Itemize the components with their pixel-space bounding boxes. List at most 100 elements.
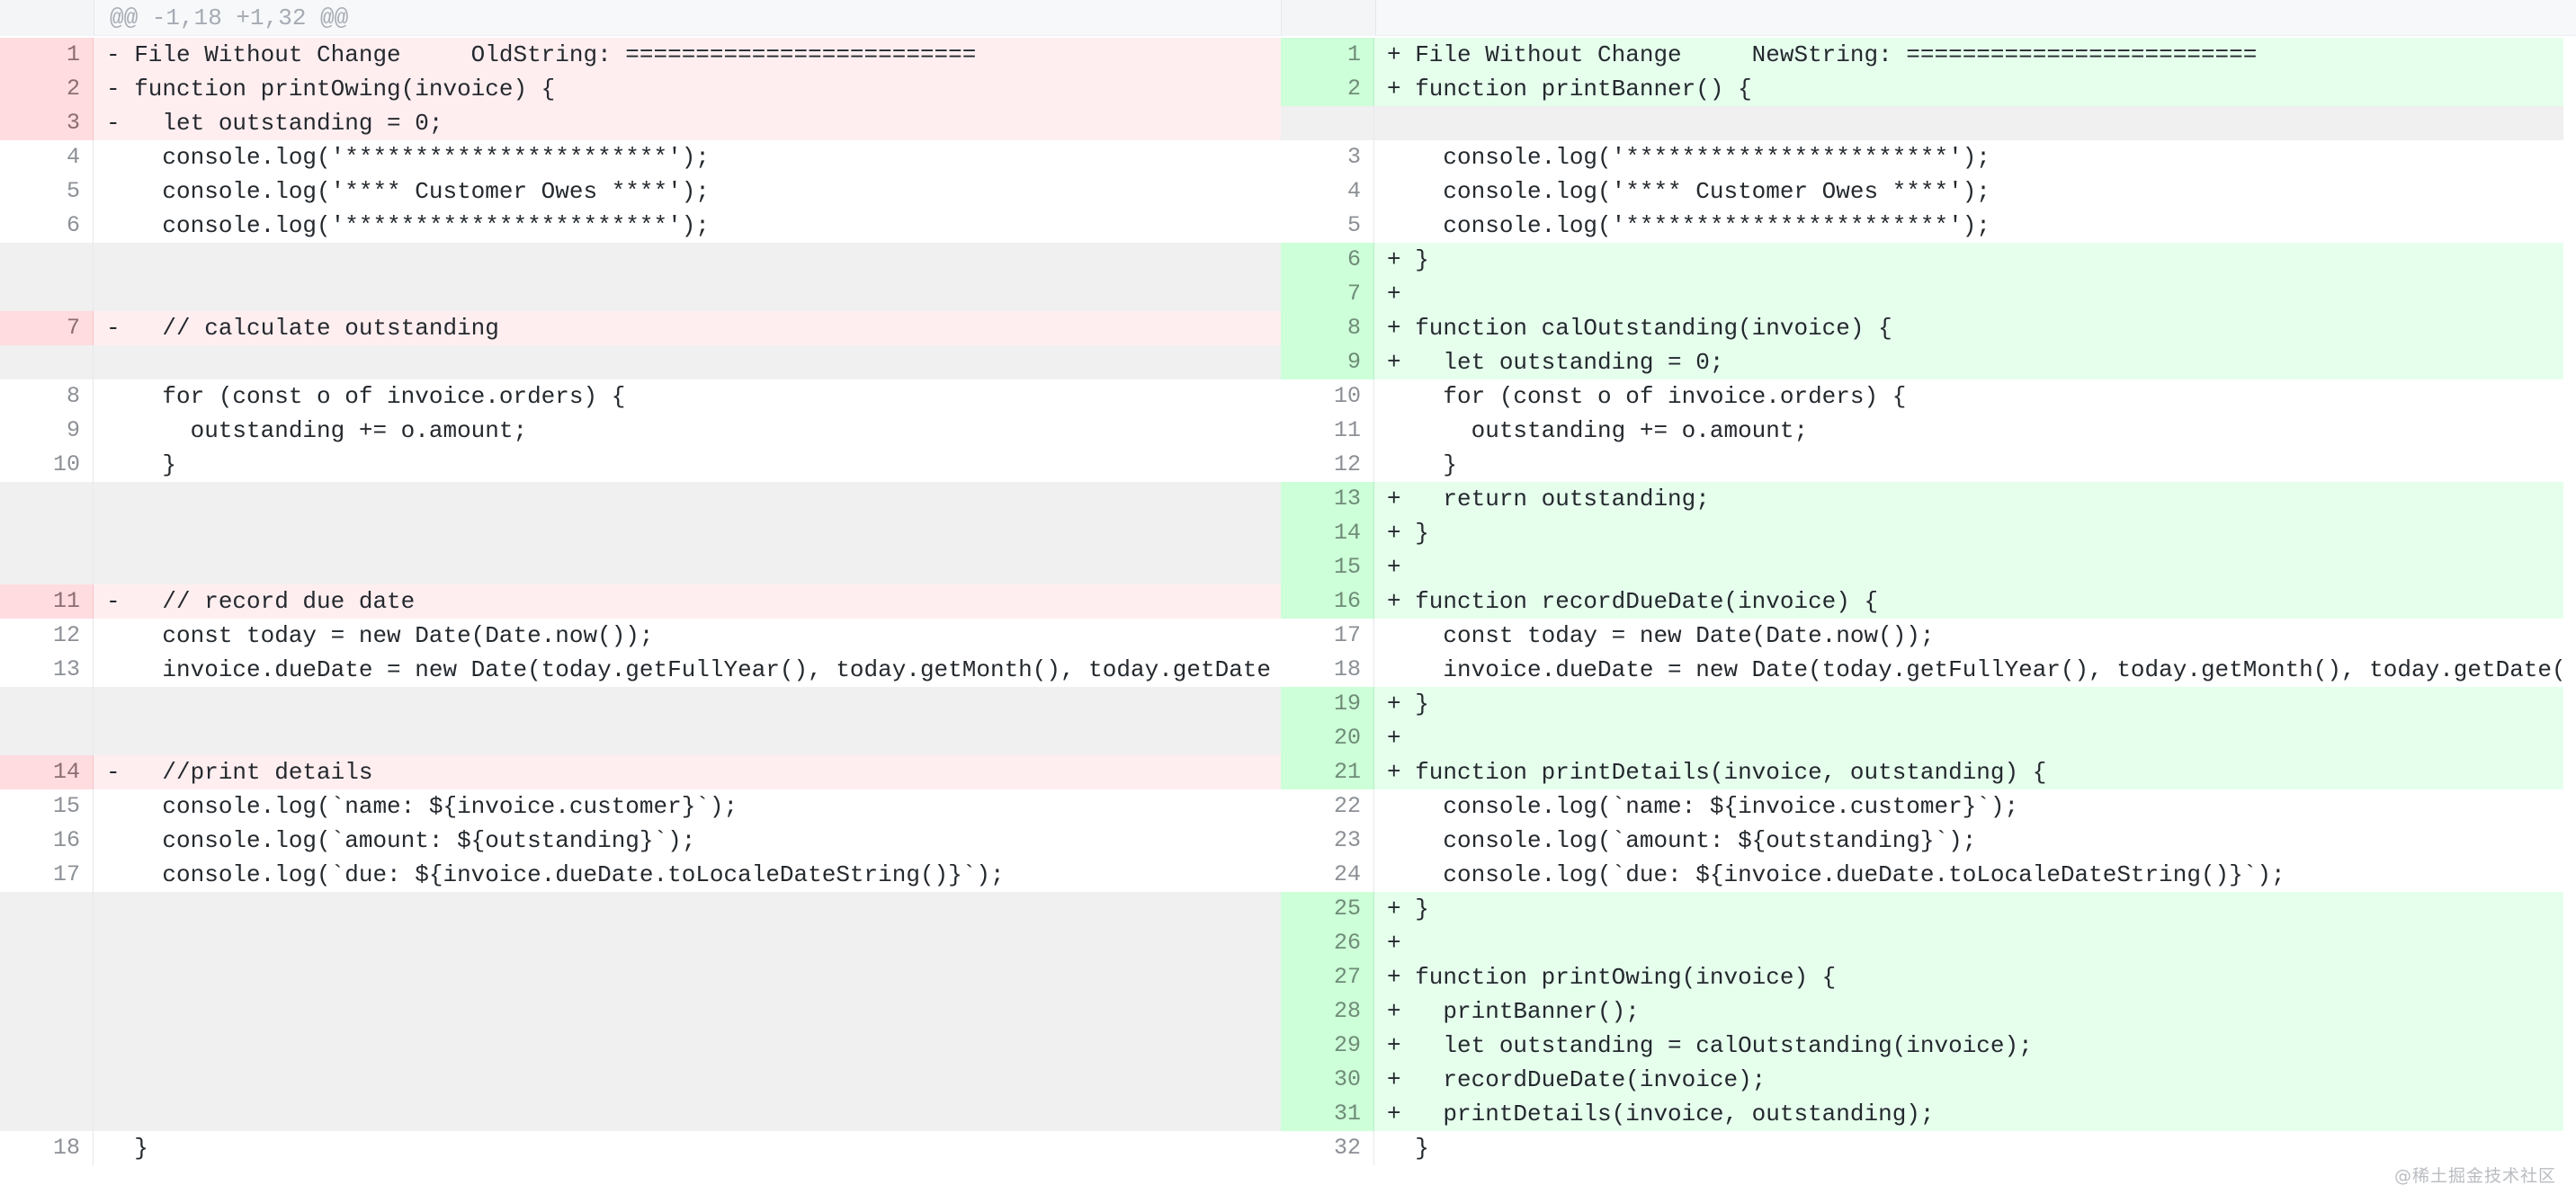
- old-diff-line[interactable]: 7- // calculate outstanding: [0, 311, 1281, 345]
- old-diff-line[interactable]: [0, 1063, 1281, 1097]
- old-diff-line[interactable]: [0, 516, 1281, 550]
- old-diff-line[interactable]: 10 }: [0, 448, 1281, 482]
- code-line: +: [1387, 281, 1401, 307]
- new-diff-line[interactable]: 7+: [1281, 277, 2576, 311]
- new-diff-line[interactable]: 3 console.log('***********************')…: [1281, 140, 2576, 174]
- old-file-pane[interactable]: 1 - File Without Change OldString: ======…: [0, 38, 1281, 1194]
- new-diff-line[interactable]: 15+: [1281, 550, 2576, 584]
- old-diff-line[interactable]: 8 for (const o of invoice.orders) {: [0, 379, 1281, 414]
- old-diff-line[interactable]: [0, 892, 1281, 926]
- old-diff-line[interactable]: [0, 1029, 1281, 1063]
- hunk-gutter-left: [0, 0, 94, 36]
- new-diff-line[interactable]: 22 console.log(`name: ${invoice.customer…: [1281, 789, 2576, 824]
- old-diff-line[interactable]: [0, 687, 1281, 721]
- line-number: 32: [1281, 1131, 1374, 1165]
- old-diff-line[interactable]: 11- // record due date: [0, 584, 1281, 619]
- old-diff-line[interactable]: 18 }: [0, 1131, 1281, 1165]
- line-number: 2: [0, 72, 94, 106]
- old-diff-line[interactable]: 3- let outstanding = 0;: [0, 106, 1281, 140]
- new-diff-line[interactable]: 8+ function calOutstanding(invoice) {: [1281, 311, 2576, 345]
- old-diff-line[interactable]: [0, 550, 1281, 584]
- line-number: 3: [0, 106, 94, 140]
- old-diff-line[interactable]: 17 console.log(`due: ${invoice.dueDate.t…: [0, 858, 1281, 892]
- old-diff-line[interactable]: 4 console.log('***********************')…: [0, 140, 1281, 174]
- line-number: 9: [0, 414, 94, 448]
- new-diff-line[interactable]: 20+: [1281, 721, 2576, 755]
- old-diff-line[interactable]: [0, 994, 1281, 1029]
- new-diff-line[interactable]: 30+ recordDueDate(invoice);: [1281, 1063, 2576, 1097]
- new-diff-line[interactable]: 9+ let outstanding = 0;: [1281, 345, 2576, 379]
- new-diff-line[interactable]: 27+ function printOwing(invoice) {: [1281, 960, 2576, 994]
- old-diff-line[interactable]: 2- function printOwing(invoice) {: [0, 72, 1281, 106]
- new-diff-line[interactable]: 19 + }: [1281, 687, 2576, 721]
- old-diff-line[interactable]: 16 console.log(`amount: ${outstanding}`)…: [0, 824, 1281, 858]
- new-diff-line[interactable]: 12 }: [1281, 448, 2576, 482]
- code-line: +: [1387, 725, 1401, 752]
- new-diff-line[interactable]: 21+ function printDetails(invoice, outst…: [1281, 755, 2576, 789]
- new-diff-line[interactable]: 25+ }: [1281, 892, 2576, 926]
- new-diff-line[interactable]: 31+ printDetails(invoice, outstanding);: [1281, 1097, 2576, 1131]
- old-diff-line[interactable]: 12 const today = new Date(Date.now());: [0, 619, 1281, 653]
- new-diff-line[interactable]: 2+ function printBanner() {: [1281, 72, 2576, 106]
- hunk-header: @@ -1,18 +1,32 @@: [110, 4, 349, 31]
- new-diff-line[interactable]: 29+ let outstanding = calOutstanding(inv…: [1281, 1029, 2576, 1063]
- line-number: [0, 892, 94, 926]
- code-line: console.log(`due: ${invoice.dueDate.toLo…: [1387, 861, 2285, 888]
- new-diff-line[interactable]: 11 outstanding += o.amount;: [1281, 414, 2576, 448]
- new-diff-line[interactable]: 18 invoice.dueDate = new Date(today.getF…: [1281, 653, 2576, 687]
- old-diff-line[interactable]: 14- //print details: [0, 755, 1281, 789]
- old-diff-line[interactable]: [0, 345, 1281, 379]
- old-diff-line[interactable]: 13 invoice.dueDate = new Date(today.getF…: [0, 653, 1281, 687]
- new-diff-line[interactable]: 14+ }: [1281, 516, 2576, 550]
- line-number: 1: [0, 38, 94, 72]
- old-diff-line[interactable]: [0, 1097, 1281, 1131]
- code-line: invoice.dueDate = new Date(today.getFull…: [106, 656, 1272, 683]
- code-line: console.log(`name: ${invoice.customer}`)…: [1387, 793, 2019, 820]
- new-diff-line[interactable]: 17 const today = new Date(Date.now());: [1281, 619, 2576, 653]
- old-diff-line[interactable]: [0, 277, 1281, 311]
- code-line: - // calculate outstanding: [106, 315, 499, 342]
- line-number: [0, 721, 94, 755]
- new-diff-line[interactable]: 1+ File Without Change NewString: ======…: [1281, 38, 2576, 72]
- new-diff-line[interactable]: 23 console.log(`amount: ${outstanding}`)…: [1281, 824, 2576, 858]
- new-diff-line[interactable]: 10 for (const o of invoice.orders) {: [1281, 379, 2576, 414]
- code-line: console.log('***********************');: [106, 144, 710, 171]
- code-line: - // record due date: [106, 588, 416, 615]
- line-number: 12: [0, 619, 94, 653]
- new-diff-line[interactable]: 16+ function recordDueDate(invoice) {: [1281, 584, 2576, 619]
- old-diff-line[interactable]: 9 outstanding += o.amount;: [0, 414, 1281, 448]
- line-number: 17: [0, 858, 94, 892]
- line-number: 6: [1281, 243, 1374, 277]
- old-diff-line[interactable]: [0, 482, 1281, 516]
- new-diff-line[interactable]: 13+ return outstanding;: [1281, 482, 2576, 516]
- old-diff-line[interactable]: [0, 960, 1281, 994]
- old-diff-line[interactable]: 6 console.log('***********************')…: [0, 209, 1281, 243]
- code-line: + }: [1387, 691, 1429, 717]
- line-number: 5: [0, 174, 94, 209]
- code-line: console.log(`amount: ${outstanding}`);: [1387, 827, 1977, 854]
- new-file-pane[interactable]: 1+ File Without Change NewString: ======…: [1281, 38, 2576, 1194]
- code-line: + function printDetails(invoice, outstan…: [1387, 759, 2047, 786]
- old-diff-line[interactable]: [0, 926, 1281, 960]
- new-diff-line[interactable]: 24 console.log(`due: ${invoice.dueDate.t…: [1281, 858, 2576, 892]
- code-line: - File Without Change OldString: =======…: [106, 41, 977, 68]
- old-diff-line[interactable]: [0, 721, 1281, 755]
- code-line: for (const o of invoice.orders) {: [1387, 383, 1907, 410]
- new-diff-line[interactable]: 5 console.log('***********************')…: [1281, 209, 2576, 243]
- old-diff-line[interactable]: [0, 243, 1281, 277]
- line-number: 19: [1281, 687, 1374, 721]
- line-number: 15: [1281, 550, 1374, 584]
- new-diff-line[interactable]: 28+ printBanner();: [1281, 994, 2576, 1029]
- line-number: 14: [1281, 516, 1374, 550]
- new-diff-line[interactable]: [1281, 106, 2576, 140]
- new-diff-line[interactable]: 6+ }: [1281, 243, 2576, 277]
- new-diff-line[interactable]: 4 console.log('**** Customer Owes ****')…: [1281, 174, 2576, 209]
- old-diff-line[interactable]: 1 - File Without Change OldString: ======…: [0, 38, 1281, 72]
- line-number: 14: [0, 755, 94, 789]
- line-number: 29: [1281, 1029, 1374, 1063]
- code-line: }: [1387, 451, 1458, 478]
- old-diff-line[interactable]: 5 console.log('**** Customer Owes ****')…: [0, 174, 1281, 209]
- new-diff-line[interactable]: 32 }: [1281, 1131, 2576, 1165]
- old-diff-line[interactable]: 15 console.log(`name: ${invoice.customer…: [0, 789, 1281, 824]
- new-diff-line[interactable]: 26+: [1281, 926, 2576, 960]
